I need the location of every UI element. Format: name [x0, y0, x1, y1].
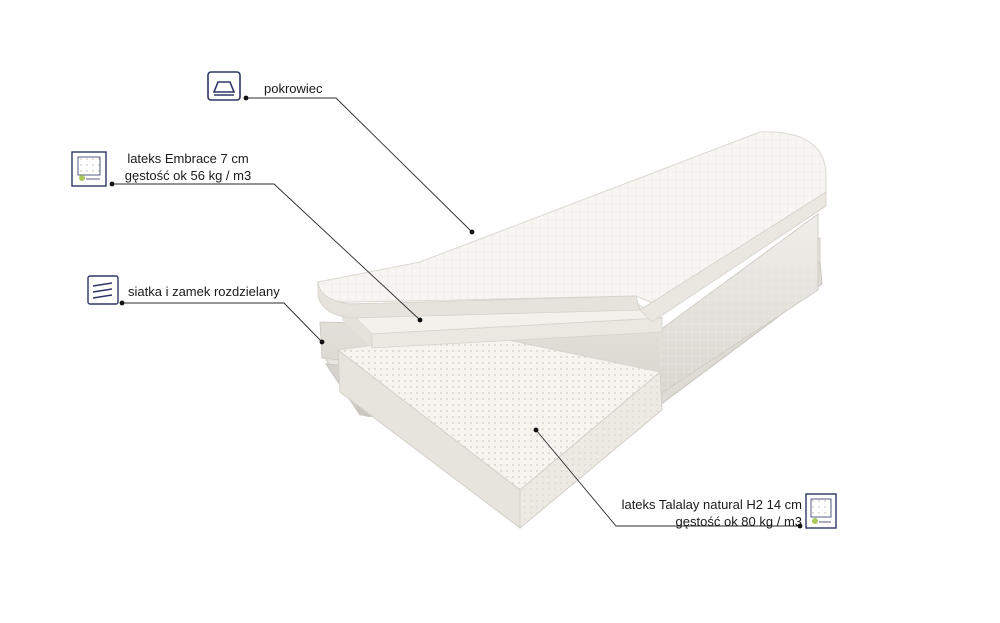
label-bottom-latex-line2: gęstość ok 80 kg / m3	[675, 514, 802, 529]
top-cover-panel	[317, 131, 827, 323]
label-top-latex-line2: gęstość ok 56 kg / m3	[124, 168, 252, 183]
leader-line-top-latex	[112, 183, 421, 321]
label-bottom-latex: lateks Talalay natural H2 14 cm gęstość …	[596, 496, 802, 530]
label-bottom-latex-line1: lateks Talalay natural H2 14 cm	[621, 497, 802, 512]
zipper-layers-icon	[87, 275, 119, 305]
label-top-latex: lateks Embrace 7 cm gęstość ok 56 kg / m…	[118, 150, 258, 184]
bottom-latex-block	[336, 331, 663, 530]
label-top-latex-line1: lateks Embrace 7 cm	[127, 151, 249, 166]
leader-line-bottom-latex	[535, 429, 800, 527]
mattress-cover-icon	[207, 71, 241, 101]
label-mesh-zip: siatka i zamek rozdzielany	[128, 284, 280, 299]
latex-certificate-icon	[71, 151, 107, 187]
leader-line-mesh	[122, 302, 323, 343]
leader-line-cover	[246, 97, 473, 233]
label-cover: pokrowiec	[264, 81, 323, 96]
latex-certificate-icon	[805, 493, 837, 529]
leader-lines	[112, 97, 800, 527]
leader-dots	[109, 95, 803, 529]
